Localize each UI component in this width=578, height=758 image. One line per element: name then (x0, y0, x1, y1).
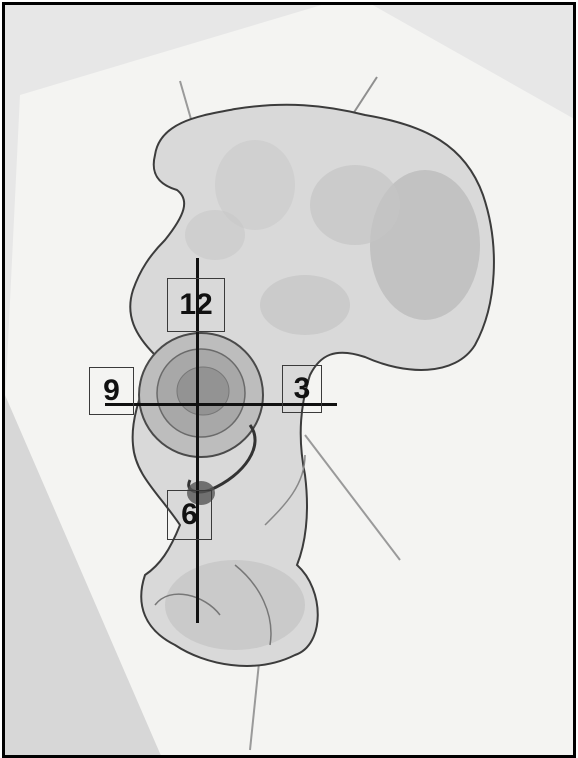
label-six: 6 (167, 490, 212, 540)
label-nine: 9 (89, 367, 134, 415)
label-twelve: 12 (167, 278, 225, 332)
label-twelve-text: 12 (179, 290, 212, 320)
label-three-text: 3 (294, 374, 311, 404)
label-six-text: 6 (181, 500, 198, 530)
label-three: 3 (282, 365, 322, 413)
label-nine-text: 9 (103, 376, 120, 406)
